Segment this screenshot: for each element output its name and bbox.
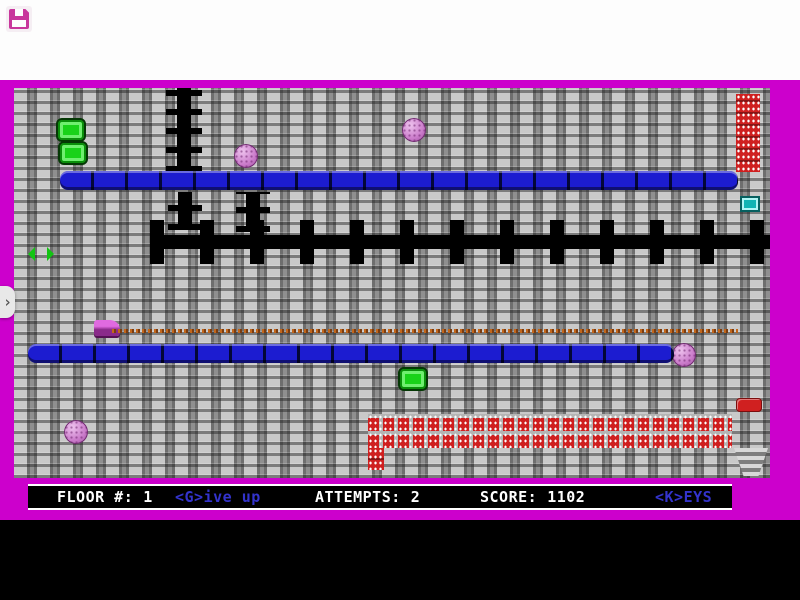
floppy-label [12, 20, 26, 27]
red-item-sprite [736, 398, 762, 412]
fire-small-sprite [368, 448, 384, 470]
fire-column-sprite [736, 94, 760, 172]
floppy-shutter [15, 9, 23, 16]
pink-ball-sprite [64, 420, 88, 444]
status-bar: FLOOR #: 1 <G>ive up ATTEMPTS: 2 SCORE: 110… [28, 484, 732, 510]
save-icon [9, 9, 29, 29]
score-label: SCORE: [480, 488, 538, 506]
pink-ball-sprite [234, 144, 258, 168]
pink-ball-sprite [402, 118, 426, 142]
green-gem-sprite [398, 367, 428, 391]
attempts-value: 2 [410, 488, 421, 506]
green-gem-sprite [56, 118, 86, 142]
funnel-sprite [734, 448, 768, 476]
pink-ball-sprite [672, 343, 696, 367]
ship-sprite [94, 320, 120, 336]
black-ladder-sprite [166, 88, 202, 172]
game-screen[interactable] [14, 88, 770, 478]
green-gem-sprite [58, 141, 88, 165]
sidebar-expand-handle[interactable]: › [0, 286, 15, 318]
attempts-label: ATTEMPTS: [315, 488, 401, 506]
give-up-hint: <G>ive up [175, 488, 261, 506]
score-indicator: SCORE: 1102 [480, 488, 585, 506]
game-window: FLOOR #: 1 <G>ive up ATTEMPTS: 2 SCORE: 110… [0, 80, 800, 520]
cross-band-sprite [150, 220, 770, 264]
monitor-sprite [740, 196, 760, 212]
save-button[interactable] [6, 6, 32, 32]
rope-sprite [112, 329, 738, 333]
toolbar [0, 0, 800, 80]
teleporter-sprite [28, 246, 54, 262]
floor-label: FLOOR #: [57, 488, 134, 506]
chevron-right-icon: › [2, 292, 13, 311]
blue-bar-sprite [60, 171, 738, 190]
floor-value: 1 [143, 488, 153, 506]
blue-bar-sprite [28, 344, 674, 363]
fire-band-sprite [368, 414, 732, 448]
score-value: 1102 [547, 488, 586, 506]
attempts-indicator: ATTEMPTS: 2 [315, 488, 420, 506]
bottom-letterbox [0, 520, 800, 600]
keys-hint: <K>EYS [655, 488, 713, 506]
floor-indicator: FLOOR #: 1 [57, 488, 153, 506]
